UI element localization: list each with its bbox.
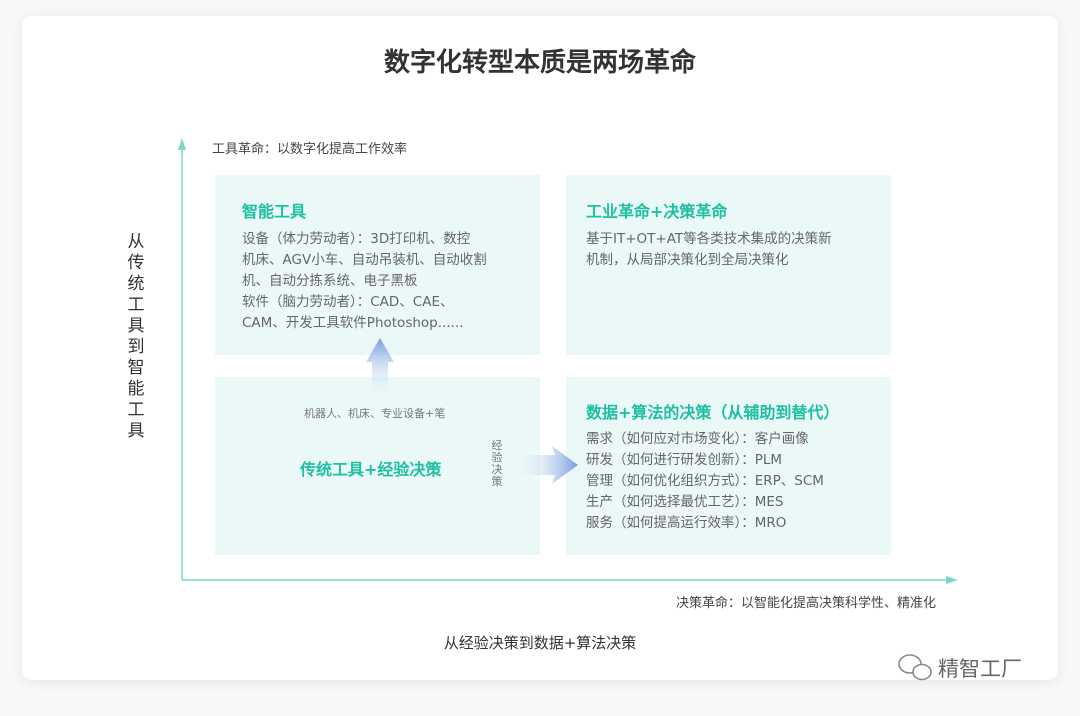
left-label: 从传统工具到智能工具 [127,232,145,441]
arrow-caption: 机器人、机床、专业设备+笔 [304,407,446,420]
tl-line: 设备（体力劳动者）：3D打印机、数控 [242,231,471,247]
br-line: 研发（如何进行研发创新）：PLM [586,452,783,468]
y-axis-arrow-icon [178,138,186,150]
watermark: 精智工厂 [938,657,1022,681]
tr-line: 机制，从局部决策化到全局决策化 [586,252,789,268]
tl-heading: 智能工具 [242,202,307,221]
tr-heading: 工业革命+决策革命 [586,202,728,221]
br-line: 生产（如何选择最优工艺）：MES [586,494,784,510]
tl-line: 软件（脑力劳动者）：CAD、CAE、 [242,294,454,310]
page-title: 数字化转型本质是两场革命 [383,48,696,78]
br-heading: 数据+算法的决策（从辅助到替代） [586,403,840,422]
x-axis-label: 决策革命：以智能化提高决策科学性、精准化 [676,596,937,611]
x-axis-arrow-icon [946,576,958,584]
br-line: 服务（如何提高运行效率）：MRO [586,515,787,531]
arrow-right-icon [515,446,578,484]
arrow-up-icon [366,338,394,400]
tl-line: 机床、AGV小车、自动吊装机、自动收割 [242,252,487,268]
br-line: 管理（如何优化组织方式）：ERP、SCM [586,473,824,489]
quadrant-bottom-right [566,377,891,555]
br-line: 需求（如何应对市场变化）：客户画像 [586,431,809,447]
quadrant-top-left [215,175,540,355]
side-caption: 经验决策 [491,439,503,488]
bl-heading: 传统工具+经验决策 [300,460,442,479]
quadrant-bottom-left [215,377,540,555]
y-axis-label: 工具革命：以数字化提高工作效率 [212,142,408,157]
bottom-label: 从经验决策到数据+算法决策 [443,634,637,652]
tl-line: 机、自动分拣系统、电子黑板 [242,273,418,289]
tl-line: CAM、开发工具软件Photoshop...... [242,315,464,331]
quadrant-top-right [566,175,891,355]
tr-line: 基于IT+OT+AT等各类技术集成的决策新 [586,231,832,247]
